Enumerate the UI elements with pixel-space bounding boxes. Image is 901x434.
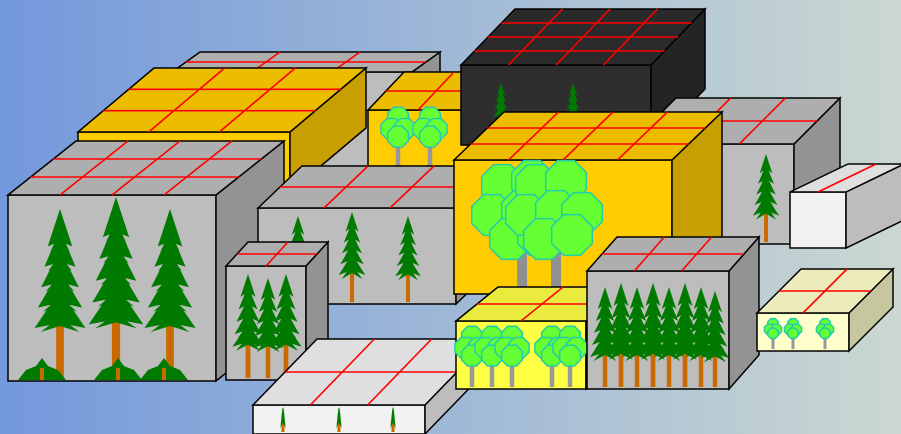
block-front-right-gray xyxy=(587,237,759,389)
block-front-face xyxy=(790,192,846,248)
